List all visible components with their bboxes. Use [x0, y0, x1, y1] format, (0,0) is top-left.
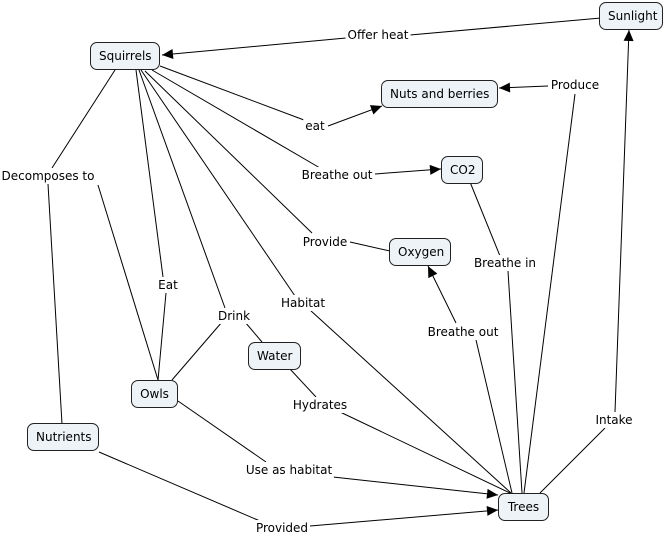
line-squirrels-provide: [144, 70, 313, 234]
line-trees-breathe-out: [475, 339, 513, 494]
line-breathe-in-trees: [507, 270, 523, 494]
node-nuts-and-berries[interactable]: Nuts and berries: [381, 80, 498, 108]
line-provided-trees-arrowhead: [486, 505, 498, 516]
node-trees[interactable]: Trees: [498, 493, 549, 521]
line-sunlight-offer-heat: [409, 17, 602, 36]
link-label-breathe-out-squirrels: Breathe out: [299, 167, 375, 183]
line-squirrels-eat-owls: [135, 69, 164, 278]
line-squirrels-drink: [138, 69, 226, 309]
link-label-intake: Intake: [593, 412, 635, 428]
link-label-produce: Produce: [548, 77, 602, 93]
line-co2-breathe-in: [469, 181, 501, 257]
line-produce-nuts-arrowhead: [499, 82, 511, 93]
link-label-breathe-out-trees: Breathe out: [425, 324, 501, 340]
node-owls[interactable]: Owls: [131, 380, 178, 408]
link-label-eat-owls: Eat: [156, 277, 180, 293]
line-use-habitat-trees-arrowhead: [486, 488, 498, 499]
link-label-provide: Provide: [300, 234, 350, 250]
line-drink-owls: [171, 321, 223, 381]
link-label-provided: Provided: [253, 520, 311, 536]
line-decomposes-nutrients: [47, 183, 63, 425]
link-label-use-as-habitat: Use as habitat: [243, 462, 335, 478]
node-co2[interactable]: CO2: [441, 156, 483, 184]
line-squirrels-habitat: [140, 69, 296, 297]
link-label-eat: eat: [303, 118, 327, 134]
line-use-habitat-trees: [332, 476, 499, 496]
node-water[interactable]: Water: [248, 342, 301, 370]
line-owls-eat: [97, 184, 159, 381]
line-trees-produce: [523, 93, 576, 494]
line-provided-trees: [309, 509, 499, 527]
node-sunlight[interactable]: Sunlight: [599, 2, 663, 30]
line-squirrels-decomposes: [51, 69, 116, 169]
link-label-hydrates: Hydrates: [290, 397, 350, 413]
line-squirrels-eat: [159, 65, 305, 121]
line-offer-heat-squirrels-arrowhead: [162, 49, 174, 59]
node-nutrients[interactable]: Nutrients: [27, 423, 99, 451]
line-breathe-out-co2: [374, 168, 442, 175]
line-nutrients-provided: [98, 451, 261, 522]
line-eat-owls-owls: [157, 292, 167, 381]
line-breathe-out-co2-arrowhead: [429, 164, 441, 175]
node-squirrels[interactable]: Squirrels: [90, 42, 160, 70]
line-drink-water: [244, 321, 263, 343]
line-intake-sunlight-arrowhead: [623, 30, 634, 42]
link-label-habitat: Habitat: [278, 295, 328, 311]
line-intake-sunlight: [614, 29, 630, 413]
line-eat-nuts-arrowhead: [369, 105, 382, 115]
link-label-decomposes-to: Decomposes to: [0, 168, 97, 184]
line-trees-intake: [539, 427, 606, 494]
line-provide-oxygen: [349, 241, 391, 252]
link-label-drink: Drink: [215, 308, 253, 324]
line-offer-heat-squirrels: [161, 37, 347, 56]
node-oxygen[interactable]: Oxygen: [389, 238, 451, 266]
line-water-hydrates: [289, 368, 317, 398]
link-label-offer-heat: Offer heat: [345, 27, 411, 43]
line-owls-use-habitat: [177, 400, 267, 463]
link-label-breathe-in: Breathe in: [471, 255, 539, 271]
line-habitat-trees: [309, 309, 512, 494]
line-squirrels-breathe-out: [151, 69, 321, 169]
line-hydrates-trees: [337, 410, 511, 494]
line-breathe-out-oxygen-arrowhead: [428, 266, 438, 279]
